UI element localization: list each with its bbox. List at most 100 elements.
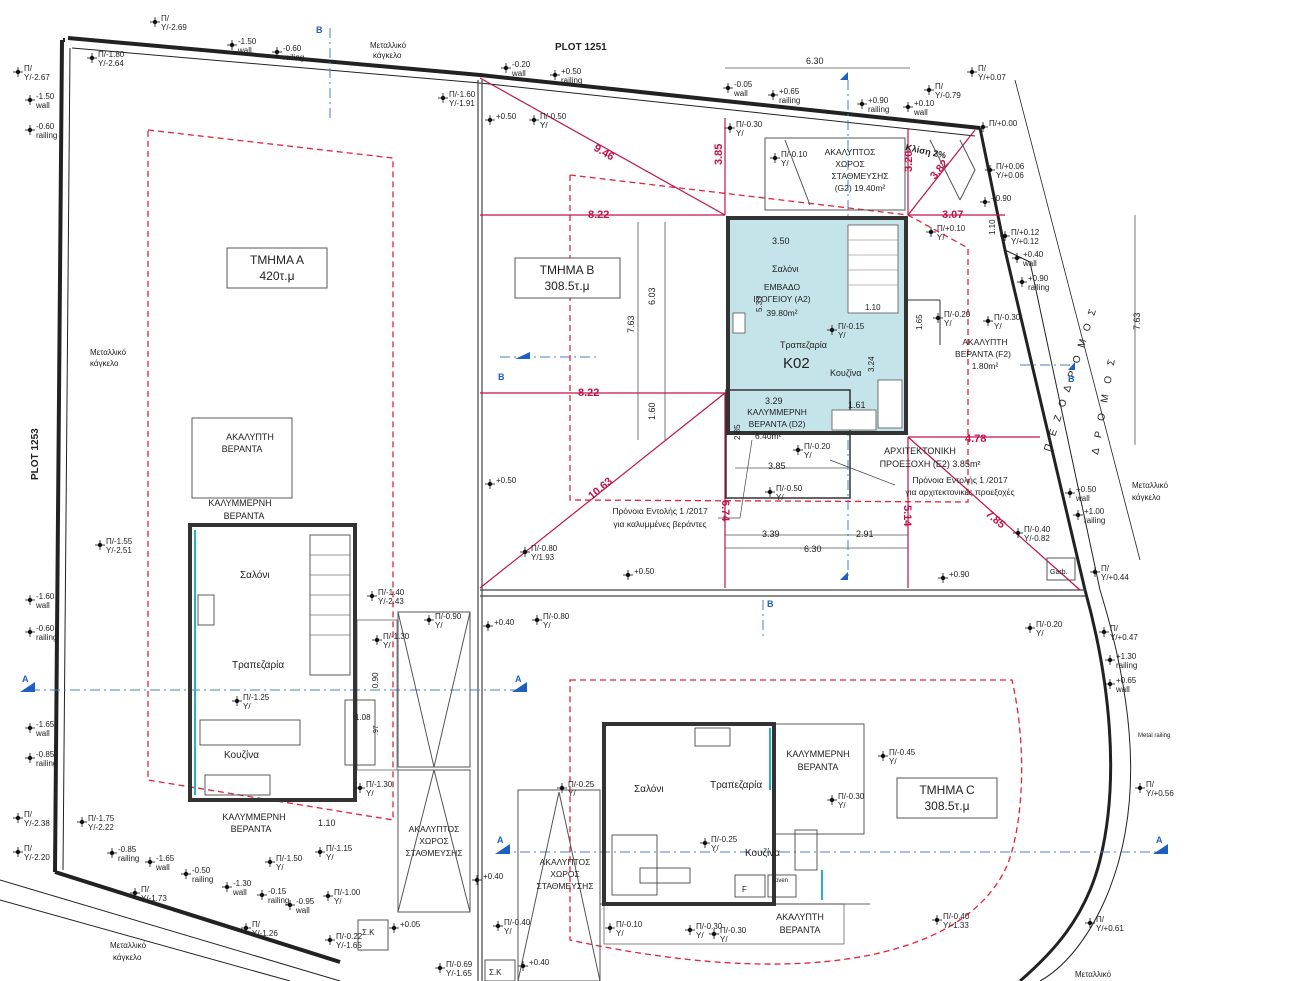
level-marker: Π/Υ/+0.56 [1135, 780, 1174, 798]
level-sub: railing [36, 131, 57, 140]
room-a-salon: Σαλόνι [240, 569, 270, 581]
level-value: Π/-0.22 [336, 932, 363, 941]
level-sub: railing [1028, 283, 1049, 292]
level-marker: Π/-0.40Υ/-0.82 [1013, 525, 1051, 543]
section-markers: A A A A B B B B [20, 25, 1168, 854]
metal-railing-label: Metal railing [1138, 733, 1170, 739]
open-veranda-c-l1: ΑΚΑΛΥΠΤΗ [776, 912, 824, 922]
section-c-box: ΤΜΗΜΑ C 308.5τ.μ [896, 777, 998, 819]
marker-b-bottom: B [767, 599, 774, 609]
dim-gray-630b: 6.30 [804, 544, 822, 554]
dim-gray-763b: 7.63 [1132, 312, 1142, 330]
dimension-lines-gray [637, 67, 1136, 549]
level-value: +0.50 [634, 567, 655, 576]
parking-a-l1: ΑΚΑΛΥΠΤΟΣ [409, 824, 460, 834]
level-value: +0.10 [914, 99, 935, 108]
level-sub: Υ/+0.61 [1096, 924, 1124, 933]
level-value: Π/ [141, 885, 150, 894]
level-sub: Υ/ [334, 897, 342, 906]
level-marker: Π/-1.55Υ/-2.51 [95, 537, 133, 555]
level-value: +0.40 [529, 958, 550, 967]
level-sub: Υ/ [366, 789, 374, 798]
room-c-kitchen: Κουζίνα [745, 847, 780, 859]
level-sub: wall [232, 888, 247, 897]
level-marker: Π/+0.12Υ/+0.12 [1000, 228, 1040, 246]
level-value: -1.50 [238, 37, 257, 46]
level-value: Π/-1.00 [334, 888, 361, 897]
level-sub: Υ/ [243, 702, 251, 711]
level-sub: Υ/-0.79 [935, 91, 961, 100]
marker-b-left: B [498, 372, 505, 382]
level-value: Π/-0.90 [435, 612, 462, 621]
level-sub: Υ/ [568, 789, 576, 798]
level-value: Π/-0.20 [804, 442, 831, 451]
fence-label-left-2: κάγκελο [90, 359, 119, 368]
dim-red-674: 6.74 [719, 500, 731, 522]
level-value: +0.40 [1023, 250, 1044, 259]
level-value: Π/ [161, 14, 170, 23]
dim-red-307: 3.07 [942, 209, 963, 221]
plot-boundary [0, 36, 1141, 981]
level-sub: Υ/ [838, 331, 846, 340]
level-sub: Υ/ [383, 641, 391, 650]
dim-gray-165: 1.65 [915, 314, 924, 330]
dim-red-385: 3.85 [713, 144, 725, 165]
fence-label-bottom: Μεταλλικό [110, 941, 147, 950]
level-marker: Π/-0.40Υ/ [493, 918, 531, 936]
level-sub: railing [283, 53, 304, 62]
level-marker: Π/-0.50Υ/ [765, 484, 803, 502]
covered-veranda-b-l1: ΚΑΛΥΜΜΕΡΝΗ [747, 407, 807, 417]
level-sub: Υ/+0.07 [978, 73, 1006, 82]
level-marker: +0.40 [483, 618, 515, 631]
level-marker: Π/-1.50Υ/ [265, 854, 303, 872]
level-sub: wall [913, 108, 928, 117]
dimension-lines-red [479, 77, 1081, 591]
level-value: Π/+0.10 [937, 224, 966, 233]
level-value: Π/ [252, 920, 261, 929]
level-value: -0.15 [268, 887, 287, 896]
open-veranda-b-l3: 1.80m² [972, 361, 999, 371]
level-sub: Υ/ [736, 129, 744, 138]
level-marker: +0.90 [938, 570, 970, 583]
dim-090: 0.90 [371, 672, 380, 688]
level-marker: Π/Υ/-1.73 [130, 885, 167, 903]
note-veranda-l1: Πρόνοια Εντολής 1 /2017 [612, 506, 708, 516]
level-sub: Υ/ [720, 935, 728, 944]
parking-c-l2: ΧΩΡΟΣ [550, 869, 580, 879]
dim-gray-385b: 3.85 [768, 461, 786, 471]
level-value: -1.50 [36, 92, 55, 101]
level-marker: Π/-0.20Υ/ [933, 310, 971, 328]
level-value: +0.90 [949, 570, 970, 579]
level-sub: Υ/-2.64 [98, 59, 124, 68]
level-sub: Υ/ [1036, 629, 1044, 638]
section-b-name: ΤΜΗΜΑ Β [540, 263, 595, 277]
fence-label-right-2: κάγκελο [1132, 493, 1161, 502]
section-a-area: 420τ.μ [259, 269, 294, 283]
dim-097: .97 [373, 725, 380, 735]
level-marker: Π/-0.25Υ/ [700, 835, 738, 853]
level-value: -1.60 [36, 592, 55, 601]
level-marker: Π/+0.00 [978, 119, 1018, 132]
level-value: Π/ [24, 810, 33, 819]
dim-108: 1.08 [355, 713, 371, 722]
level-marker: Π/-1.15Υ/ [315, 844, 353, 862]
dim-gray-285: 2.85 [733, 424, 742, 440]
parking-b-l2: ΧΩΡΟΣ [835, 159, 865, 169]
note-veranda-l2: για καλυμμένες βεράντες [613, 519, 706, 529]
setback-envelopes [147, 129, 1023, 965]
level-sub: railing [561, 76, 582, 85]
level-marker: Π/Υ/+0.44 [1090, 564, 1129, 582]
section-c-area: 308.5τ.μ [924, 799, 969, 813]
level-marker: Π/+0.06Υ/+0.06 [985, 162, 1025, 180]
garbage-box [1046, 557, 1076, 581]
level-marker: Π/+0.10Υ/ [926, 224, 966, 242]
level-value: Π/ [978, 64, 987, 73]
section-b-area: 308.5τ.μ [544, 279, 589, 293]
